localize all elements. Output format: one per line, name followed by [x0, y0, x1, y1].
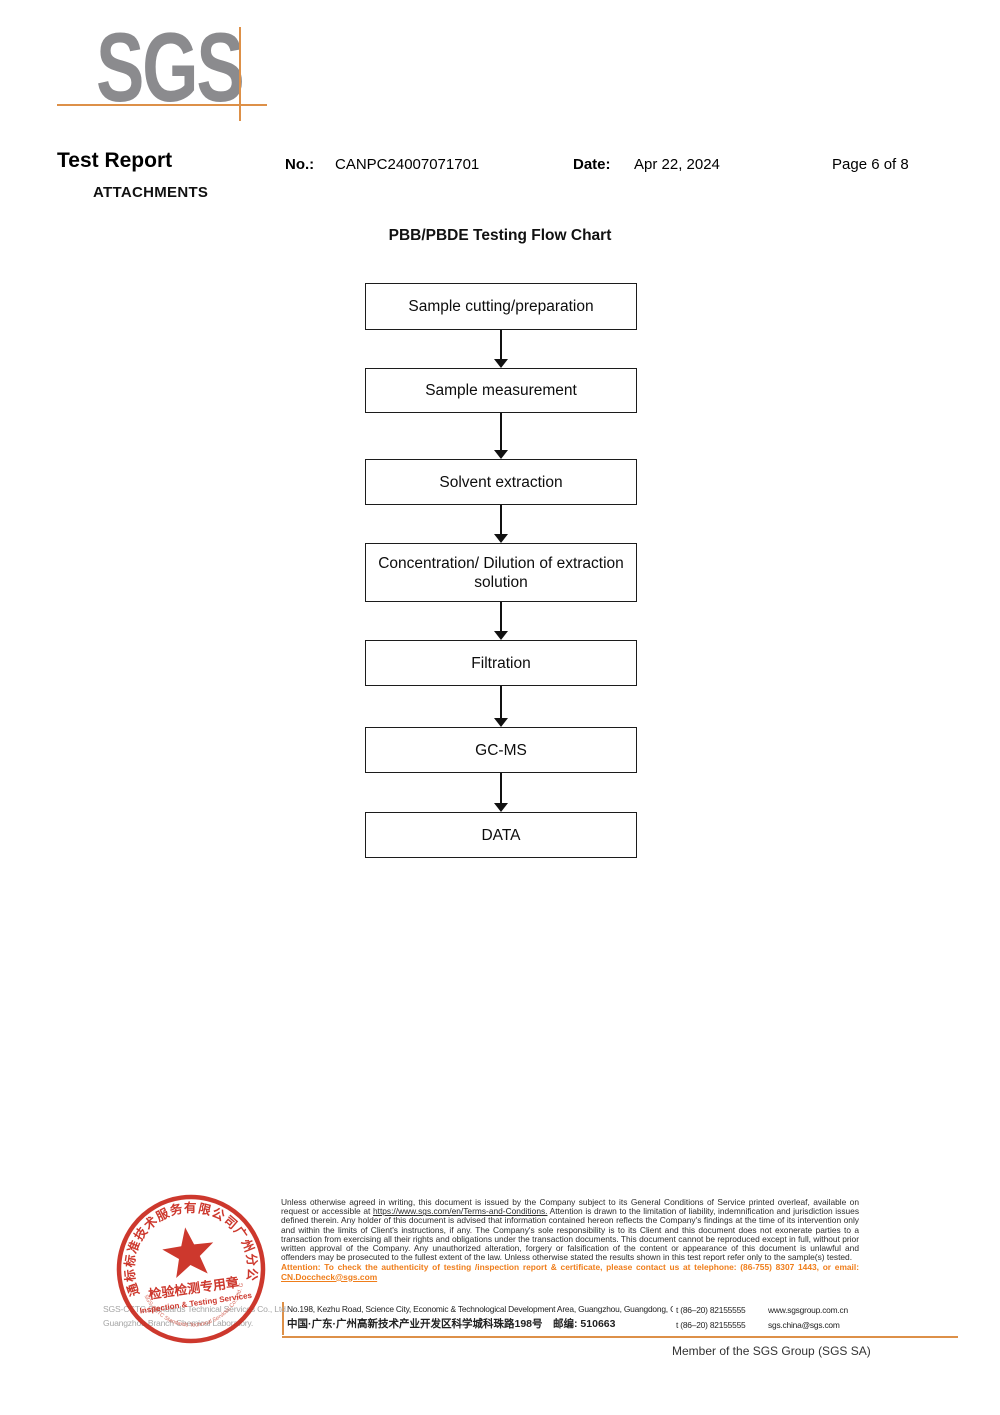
legal-text-part1: Unless otherwise agreed in writing, this… — [281, 1197, 859, 1217]
flow-arrow-icon — [494, 773, 508, 812]
website-link[interactable]: www.sgsgroup.com.cn — [768, 1305, 848, 1315]
company-name-line1: SGS-CSTC Standards Technical Services Co… — [103, 1304, 288, 1314]
flowchart-title: PBB/PBDE Testing Flow Chart — [388, 227, 612, 244]
address-english: No.198, Kezhu Road, Science City, Econom… — [287, 1304, 673, 1314]
flow-step-sample-measurement: Sample measurement — [365, 368, 637, 413]
report-no-value: CANPC24007071701 — [335, 156, 480, 173]
terms-and-conditions-link[interactable]: https://www.sgs.com/en/Terms-and-Conditi… — [372, 1206, 548, 1217]
phone-number-1: t (86–20) 82155555 — [676, 1305, 746, 1315]
attention-text-part1: Attention: To check the authenticity of … — [281, 1262, 859, 1273]
flow-step-filtration: Filtration — [365, 640, 637, 686]
footer-horizontal-rule — [282, 1336, 958, 1338]
report-date-label: Date: — [573, 156, 611, 173]
flow-arrow-icon — [494, 413, 508, 459]
legal-text-part2: Attention is drawn to the limitation of … — [281, 1206, 860, 1263]
attention-text: Attention: To check the authenticity of … — [281, 1263, 859, 1281]
flow-step-data: DATA — [365, 812, 637, 858]
sgs-logo: SGS — [96, 12, 245, 122]
footer-vertical-rule — [282, 1302, 284, 1335]
flow-step-gcms: GC-MS — [365, 727, 637, 773]
doccheck-email-link[interactable]: CN.Doccheck@sgs.com — [281, 1271, 378, 1282]
logo-crosshair-vline — [239, 27, 241, 121]
flow-step-solvent-extraction: Solvent extraction — [365, 459, 637, 505]
phone-number-2: t (86–20) 82155555 — [676, 1320, 746, 1330]
page-title: Test Report — [57, 149, 173, 172]
member-text: Member of the SGS Group (SGS SA) — [672, 1344, 871, 1358]
report-no-label: No.: — [285, 156, 315, 173]
flow-arrow-icon — [494, 686, 508, 727]
page-number: Page 6 of 8 — [832, 156, 909, 173]
company-name-line2: Guangzhou Branch Chemical Laboratory. — [103, 1318, 254, 1328]
flow-arrow-icon — [494, 505, 508, 543]
report-date-value: Apr 22, 2024 — [634, 156, 720, 173]
flow-arrow-icon — [494, 330, 508, 368]
stamp-ring — [116, 1194, 266, 1344]
star-icon — [162, 1227, 214, 1278]
legal-text: Unless otherwise agreed in writing, this… — [281, 1197, 860, 1282]
address-chinese: 中国·广东·广州高新技术产业开发区科学城科珠路198号 邮编: 510663 — [287, 1318, 616, 1330]
attachments-heading: ATTACHMENTS — [93, 184, 209, 201]
inspection-testing-stamp-icon: 通标标准技术服务有限公司广州分公司 SGS-CSTC Standards Tec… — [104, 1182, 266, 1344]
flow-arrow-icon — [494, 602, 508, 640]
flow-step-sample-cutting: Sample cutting/preparation — [365, 283, 637, 330]
logo-crosshair-hline — [57, 104, 267, 106]
email-link[interactable]: sgs.china@sgs.com — [768, 1320, 840, 1330]
flow-step-concentration-dilution: Concentration/ Dilution of extraction so… — [365, 543, 637, 602]
